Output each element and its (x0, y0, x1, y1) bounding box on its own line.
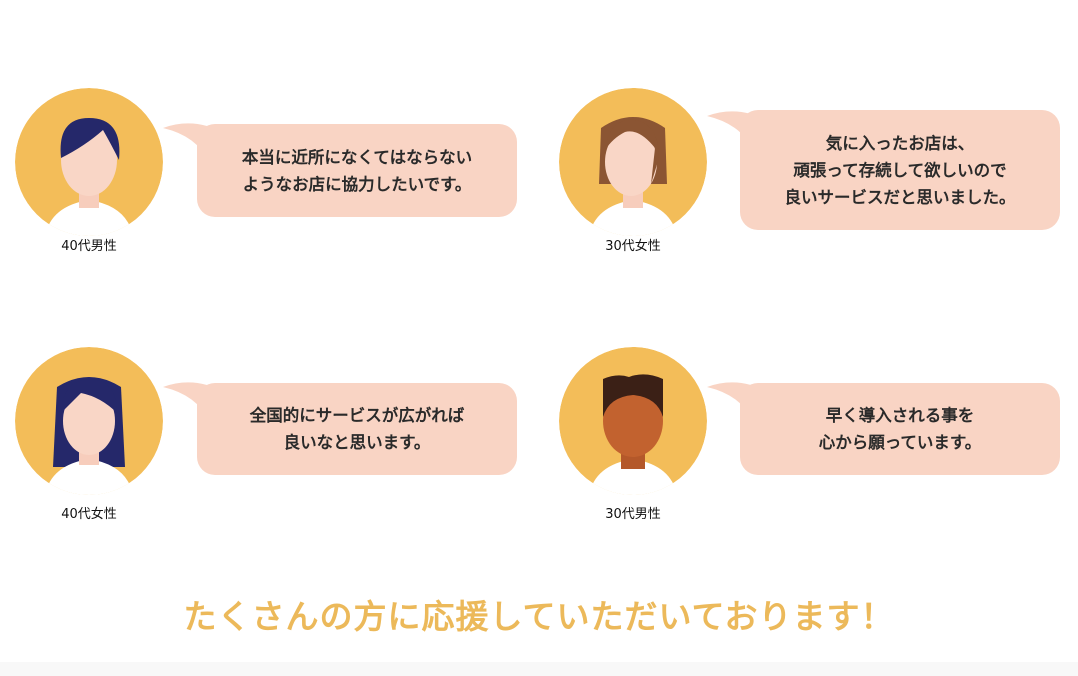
bubble-tail (163, 382, 209, 421)
footer-strip (0, 662, 1078, 676)
bubble-line: 良いサービスだと思いました。 (784, 187, 1016, 207)
section-heading: たくさんの方に応援していただいております！ (183, 597, 895, 636)
speech-bubble: 早く導入される事を心から願っています。 (740, 383, 1060, 475)
bubble-line: 頑張って存続して欲しいので (793, 160, 1007, 180)
bubble-line: 早く導入される事を (825, 406, 975, 425)
bubble-line: 全国的にサービスが広がれば (249, 406, 465, 425)
bubble-line: 気に入ったお店は、 (825, 133, 975, 153)
bubble-line: 良いなと思います。 (283, 433, 431, 452)
avatar-30s-male (559, 347, 707, 495)
bubble-line: 心から願っています。 (818, 433, 982, 452)
avatar-40s-female (15, 347, 163, 495)
speech-bubble: 本当に近所になくてはならないようなお店に協力したいです。 (197, 124, 517, 217)
bubble-tail (163, 123, 209, 162)
avatar-40s-male (15, 88, 163, 236)
testimonial-label: 40代男性 (61, 239, 117, 254)
testimonial-label: 40代女性 (61, 507, 117, 522)
testimonial-label: 30代男性 (605, 507, 661, 522)
speech-bubble: 全国的にサービスが広がれば良いなと思います。 (197, 383, 517, 475)
avatar-30s-female (559, 88, 707, 236)
speech-bubble: 気に入ったお店は、頑張って存続して欲しいので良いサービスだと思いました。 (740, 110, 1060, 230)
bubble-line: 本当に近所になくてはならない (241, 147, 473, 167)
bubble-line: ようなお店に協力したいです。 (242, 174, 472, 194)
testimonial-label: 30代女性 (605, 239, 661, 254)
